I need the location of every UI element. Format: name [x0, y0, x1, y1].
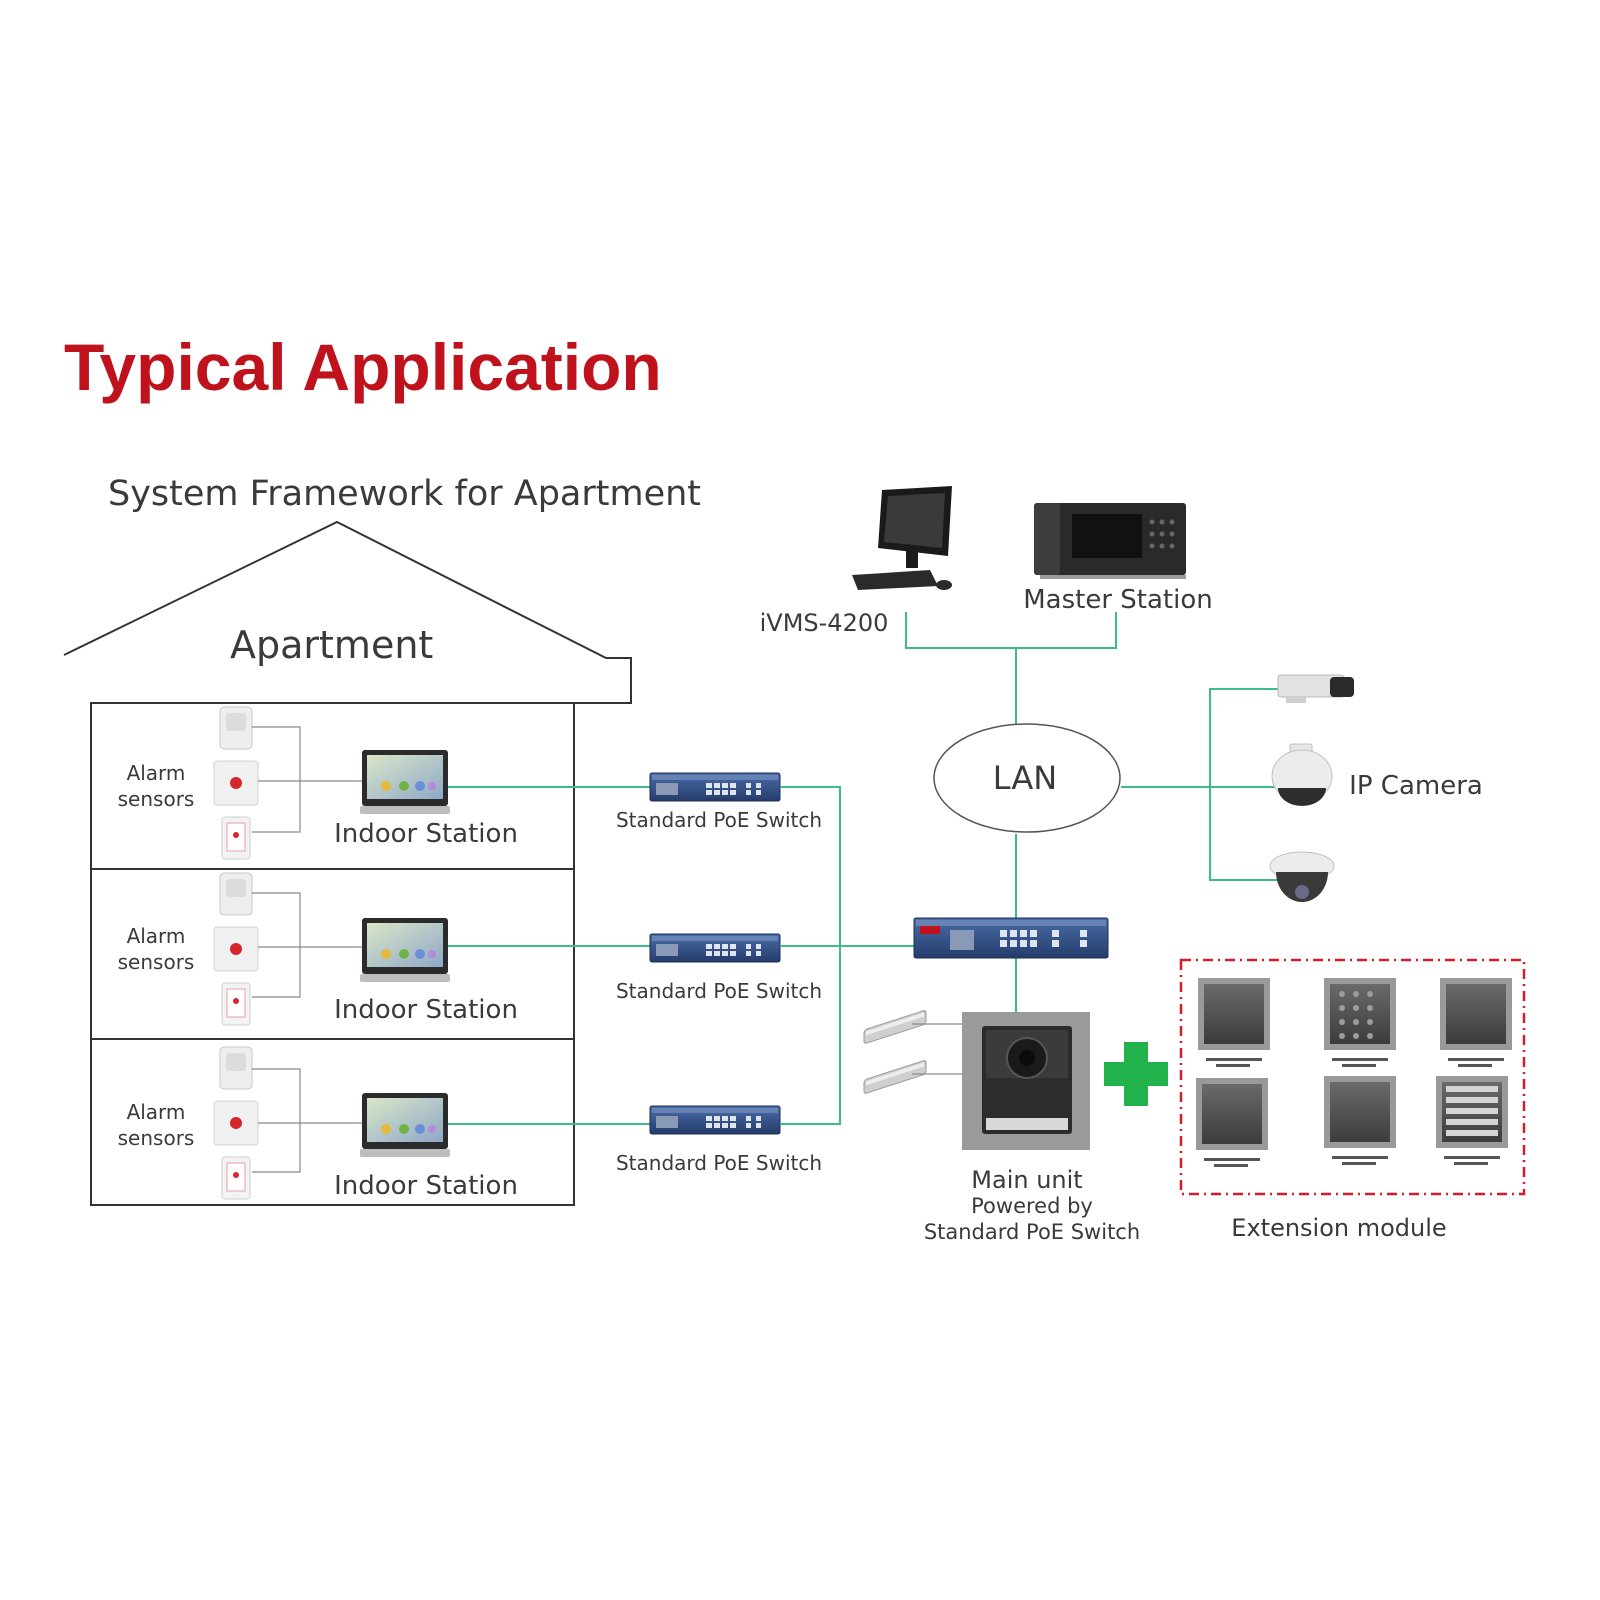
heading: Typical Application: [64, 330, 662, 404]
ip-camera-label: IP Camera: [1349, 771, 1483, 801]
magnetic-lock-icon: [863, 1059, 927, 1095]
pir-sensor-icon: [213, 872, 259, 1026]
floor-3-box: [90, 1038, 575, 1206]
extension-module-tile: [1324, 978, 1396, 1050]
poe-switch-icon: [649, 1105, 781, 1135]
floor-2: Alarm sensors Indoor Station Standard Po…: [118, 872, 822, 1026]
floor-3: Alarm sensors Indoor Station Standard Po…: [118, 1046, 822, 1201]
extension-module-tile: [1440, 978, 1512, 1050]
indoor-station-label: Indoor Station: [334, 1171, 518, 1201]
magnetic-lock-icon: [863, 1009, 927, 1045]
poe-switch-icon: [649, 772, 781, 802]
master-station-icon: [1034, 503, 1186, 579]
floor-1: Alarm sensors Indoor Station Standard Po…: [118, 706, 822, 860]
extension-module-tile: [1324, 1076, 1396, 1148]
indoor-station-label: Indoor Station: [334, 995, 518, 1025]
ivms-label: iVMS-4200: [760, 609, 889, 637]
extension-modules: [1196, 978, 1512, 1167]
alarm-label: sensors: [118, 950, 195, 974]
poe-switch-icon: [649, 933, 781, 963]
main-unit-label: Standard PoE Switch: [924, 1220, 1140, 1244]
main-unit-label: Powered by: [971, 1194, 1093, 1218]
indoor-station-label: Indoor Station: [334, 819, 518, 849]
network-connectors: [780, 612, 1282, 1125]
apartment-label: Apartment: [230, 623, 433, 667]
subtitle: System Framework for Apartment: [108, 474, 701, 514]
pir-sensor-icon: [213, 1046, 259, 1200]
dome-camera-icon: [1269, 851, 1335, 902]
extension-module-tile: [1196, 1078, 1268, 1150]
switch-label: Standard PoE Switch: [616, 808, 822, 832]
extension-module-label: Extension module: [1231, 1214, 1446, 1242]
pc-icon: [852, 486, 952, 590]
lan-label: LAN: [993, 759, 1057, 797]
door-station-icon: [962, 1012, 1090, 1150]
alarm-label: sensors: [118, 1126, 195, 1150]
lan-cloud: [933, 723, 1121, 833]
plus-icon: [1104, 1042, 1168, 1106]
house-roof: [63, 520, 632, 704]
indoor-station-icon: [360, 1093, 450, 1157]
main-unit-label: Main unit: [971, 1166, 1082, 1194]
indoor-station-icon: [360, 918, 450, 982]
alarm-label: Alarm: [127, 761, 186, 785]
master-station-label: Master Station: [1023, 585, 1213, 615]
switch-label: Standard PoE Switch: [616, 1151, 822, 1175]
switch-label: Standard PoE Switch: [616, 979, 822, 1003]
box-camera-icon: [1277, 674, 1354, 703]
alarm-label: Alarm: [127, 924, 186, 948]
alarm-label: sensors: [118, 787, 195, 811]
pir-sensor-icon: [213, 706, 259, 860]
speed-dome-icon: [1271, 743, 1333, 806]
indoor-station-icon: [360, 750, 450, 814]
extension-module-frame: [1179, 958, 1526, 1196]
alarm-label: Alarm: [127, 1100, 186, 1124]
poe-switch-icon: [913, 917, 1109, 959]
extension-module-tile: [1198, 978, 1270, 1050]
